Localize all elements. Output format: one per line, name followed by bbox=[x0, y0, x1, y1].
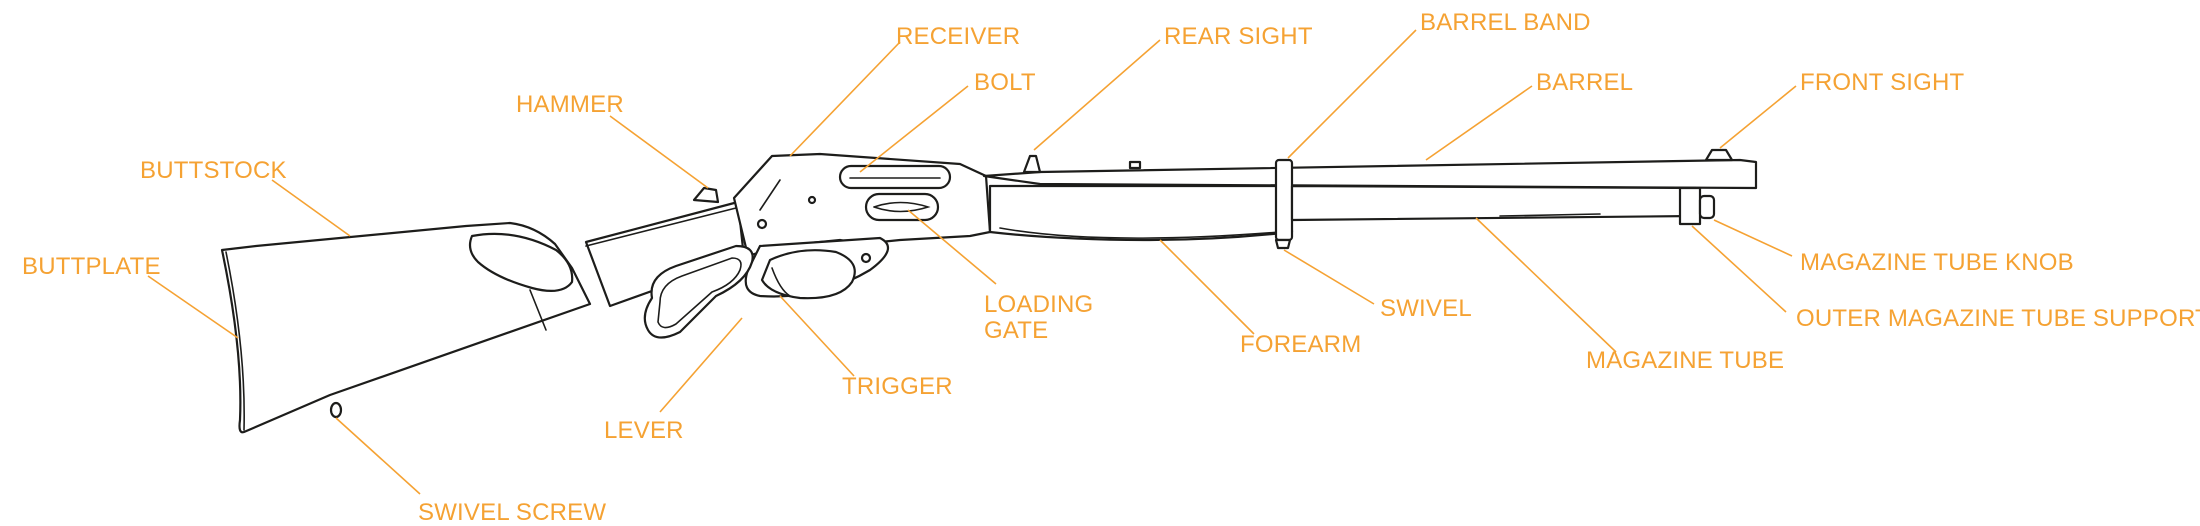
leader-lines bbox=[147, 29, 1797, 495]
leader-bolt bbox=[859, 85, 969, 173]
leader-loading-gate bbox=[907, 209, 997, 285]
tang-line bbox=[585, 207, 737, 247]
forearm-shape bbox=[988, 184, 1294, 242]
leader-hammer bbox=[609, 115, 709, 189]
label-loading-gate-line1: LOADING bbox=[984, 291, 1093, 318]
label-swivel-screw: SWIVEL SCREW bbox=[418, 499, 606, 526]
buttplate-edge bbox=[225, 251, 245, 431]
leader-magazine-tube-knob bbox=[1713, 219, 1793, 257]
leader-front-sight bbox=[1719, 85, 1797, 149]
receiver-screw-1 bbox=[756, 218, 768, 230]
leader-swivel bbox=[1283, 249, 1375, 305]
stock-seam-line bbox=[529, 289, 547, 331]
label-magazine-tube-knob: MAGAZINE TUBE KNOB bbox=[1800, 249, 2074, 276]
receiver-screw-2 bbox=[807, 195, 817, 205]
leader-swivel-screw bbox=[335, 417, 421, 495]
label-forearm: FOREARM bbox=[1240, 331, 1361, 358]
leader-buttplate bbox=[147, 275, 239, 339]
lever-front bbox=[760, 249, 856, 300]
leader-outer-magazine-support bbox=[1691, 225, 1787, 313]
leader-lever bbox=[659, 317, 743, 413]
hammer-shape bbox=[692, 186, 720, 204]
swivel-screw-shape bbox=[329, 401, 343, 419]
label-outer-magazine-tube-support: OUTER MAGAZINE TUBE SUPPORT bbox=[1796, 305, 2200, 332]
label-buttstock: BUTTSTOCK bbox=[140, 157, 287, 184]
label-bolt: BOLT bbox=[974, 69, 1036, 96]
magazine-tube-line bbox=[1499, 213, 1601, 217]
magazine-knob-shape bbox=[1698, 194, 1716, 220]
lever-loop bbox=[643, 244, 754, 339]
loading-gate-inner bbox=[873, 201, 931, 213]
lever-loop-inner bbox=[657, 257, 742, 329]
label-buttplate: BUTTPLATE bbox=[22, 253, 161, 280]
barrel-band-shape bbox=[1274, 158, 1294, 242]
loading-gate-shape bbox=[864, 192, 940, 222]
label-swivel: SWIVEL bbox=[1380, 295, 1472, 322]
leader-receiver bbox=[789, 41, 901, 157]
leader-barrel bbox=[1425, 85, 1533, 161]
trigger-shape bbox=[771, 267, 791, 297]
magazine-support-shape bbox=[1678, 186, 1702, 226]
barrel-shape bbox=[982, 158, 1758, 190]
swivel-shape bbox=[1274, 238, 1292, 250]
label-rear-sight: REAR SIGHT bbox=[1164, 23, 1313, 50]
leader-buttstock bbox=[271, 179, 351, 237]
bolt-slot bbox=[838, 164, 952, 190]
leader-rear-sight bbox=[1033, 39, 1161, 151]
label-hammer: HAMMER bbox=[516, 91, 624, 118]
leader-forearm bbox=[1159, 239, 1255, 335]
label-front-sight: FRONT SIGHT bbox=[1800, 69, 1965, 96]
stock-cheek-curve bbox=[468, 232, 574, 293]
label-lever: LEVER bbox=[604, 417, 684, 444]
forearm-lower-curve bbox=[999, 227, 1281, 239]
leader-trigger bbox=[779, 295, 855, 377]
label-barrel: BARREL bbox=[1536, 69, 1633, 96]
leader-magazine-tube bbox=[1475, 217, 1617, 353]
rifle-illustration bbox=[220, 148, 1758, 434]
rear-sight-shape bbox=[1022, 154, 1042, 174]
receiver-inner-line bbox=[759, 179, 781, 211]
lever-pivot bbox=[860, 252, 872, 264]
label-receiver: RECEIVER bbox=[896, 23, 1020, 50]
leader-barrel-band bbox=[1287, 29, 1417, 159]
part-labels: RECEIVER REAR SIGHT BARREL BAND BOLT BAR… bbox=[22, 9, 2200, 526]
label-barrel-band: BARREL BAND bbox=[1420, 9, 1591, 36]
label-loading-gate-line2: GATE bbox=[984, 317, 1048, 344]
rear-sight-base bbox=[1128, 160, 1142, 170]
front-sight-shape bbox=[1704, 148, 1734, 162]
label-trigger: TRIGGER bbox=[842, 373, 953, 400]
label-magazine-tube: MAGAZINE TUBE bbox=[1586, 347, 1784, 374]
magazine-tube-shape bbox=[1290, 184, 1698, 222]
